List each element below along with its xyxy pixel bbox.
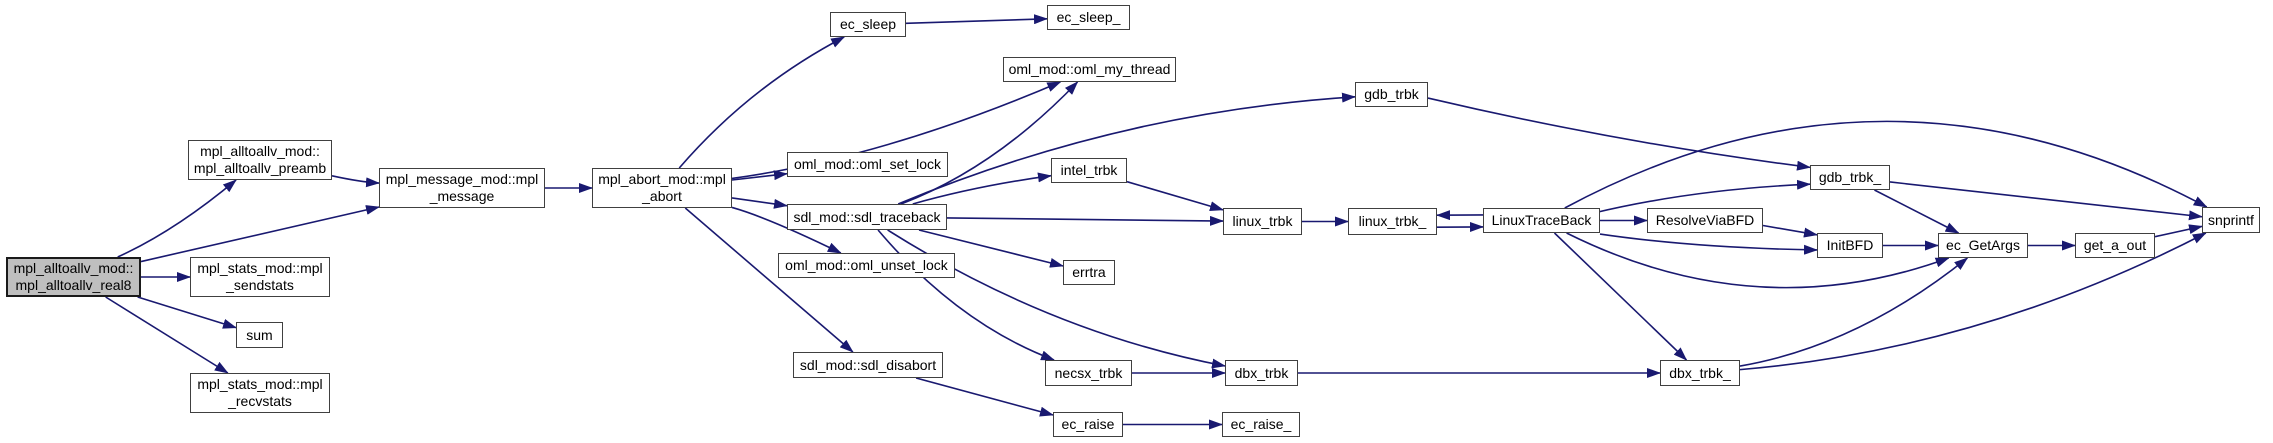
edge-mpl_alltoallv_real8-mpl_alltoallv_preamb — [117, 179, 237, 258]
node-mpl_alltoallv_preamb[interactable]: mpl_alltoallv_mod:: mpl_alltoallv_preamb — [188, 140, 332, 180]
node-ec_raise[interactable]: ec_raise — [1053, 412, 1123, 437]
edge-sdl_traceback-intel_trbk — [912, 172, 1052, 205]
node-dbx_trbk_[interactable]: dbx_trbk_ — [1660, 360, 1740, 386]
edge-mpl_abort-oml_unset_lock — [731, 206, 842, 254]
edge-gdb_trbk-gdb_trbk_ — [1427, 97, 1811, 171]
edge-mpl_alltoallv_real8-sum — [137, 296, 237, 329]
node-mpl_sendstats[interactable]: mpl_stats_mod::mpl _sendstats — [190, 257, 330, 297]
node-sdl_disabort[interactable]: sdl_mod::sdl_disabort — [793, 352, 943, 378]
node-mpl_recvstats[interactable]: mpl_stats_mod::mpl _recvstats — [190, 373, 330, 413]
node-mpl_message[interactable]: mpl_message_mod::mpl _message — [379, 168, 545, 208]
edge-mpl_alltoallv_preamb-mpl_message — [331, 175, 380, 188]
edge-sdl_traceback-gdb_trbk — [897, 92, 1356, 205]
edge-ResolveViaBFD-InitBFD — [1762, 224, 1818, 238]
edge-sdl_traceback-errtra — [918, 229, 1064, 268]
node-LinuxTraceBack[interactable]: LinuxTraceBack — [1483, 208, 1600, 233]
node-oml_unset_lock[interactable]: oml_mod::oml_unset_lock — [778, 253, 955, 278]
edge-LinuxTraceBack-dbx_trbk_ — [1553, 232, 1688, 361]
edge-LinuxTraceBack-ec_GetArgs — [1566, 232, 1950, 289]
edge-LinuxTraceBack-InitBFD — [1599, 233, 1818, 255]
node-gdb_trbk[interactable]: gdb_trbk — [1355, 82, 1428, 107]
edge-sdl_traceback-linux_trbk — [946, 215, 1224, 226]
node-mpl_alltoallv_real8[interactable]: mpl_alltoallv_mod:: mpl_alltoallv_real8 — [6, 257, 141, 297]
edge-mpl_alltoallv_real8-mpl_message — [140, 205, 380, 263]
node-errtra[interactable]: errtra — [1063, 260, 1115, 285]
edge-mpl_abort-oml_set_lock — [731, 170, 788, 181]
edge-mpl_alltoallv_real8-mpl_recvstats — [105, 296, 229, 374]
edge-mpl_abort-sdl_traceback — [731, 197, 788, 209]
edge-sdl_disabort-ec_raise — [915, 377, 1054, 417]
node-ec_sleep_[interactable]: ec_sleep_ — [1047, 5, 1130, 30]
edge-intel_trbk-linux_trbk — [1126, 180, 1224, 212]
node-necsx_trbk[interactable]: necsx_trbk — [1045, 360, 1132, 386]
node-ec_GetArgs[interactable]: ec_GetArgs — [1938, 233, 2028, 258]
node-mpl_abort[interactable]: mpl_abort_mod::mpl _abort — [592, 168, 732, 208]
edge-sdl_traceback-oml_my_thread — [900, 81, 1079, 205]
edge-mpl_abort-ec_sleep — [678, 36, 846, 169]
node-linux_trbk[interactable]: linux_trbk — [1223, 208, 1302, 235]
node-gdb_trbk_[interactable]: gdb_trbk_ — [1810, 165, 1890, 190]
edge-mpl_abort-oml_my_thread — [731, 81, 1062, 180]
node-ResolveViaBFD[interactable]: ResolveViaBFD — [1647, 208, 1763, 233]
edge-mpl_abort-sdl_disabort — [684, 207, 854, 353]
node-ec_sleep[interactable]: ec_sleep — [830, 12, 906, 37]
node-linux_trbk_[interactable]: linux_trbk_ — [1348, 208, 1437, 235]
edge-ec_sleep-ec_sleep_ — [905, 14, 1048, 25]
node-intel_trbk[interactable]: intel_trbk — [1051, 158, 1127, 183]
edge-dbx_trbk_-snprintf — [1739, 232, 2207, 371]
edge-gdb_trbk_-snprintf — [1889, 181, 2203, 221]
node-oml_my_thread[interactable]: oml_mod::oml_my_thread — [1003, 57, 1176, 82]
edge-LinuxTraceBack-snprintf — [1564, 120, 2208, 209]
node-get_a_out[interactable]: get_a_out — [2075, 233, 2155, 258]
node-ec_raise_[interactable]: ec_raise_ — [1222, 412, 1300, 437]
edge-dbx_trbk_-ec_GetArgs — [1739, 257, 1969, 367]
edge-sdl_traceback-necsx_trbk — [877, 229, 1055, 361]
node-snprintf[interactable]: snprintf — [2202, 207, 2260, 233]
node-InitBFD[interactable]: InitBFD — [1817, 233, 1883, 258]
edge-get_a_out-snprintf — [2154, 224, 2203, 238]
node-dbx_trbk[interactable]: dbx_trbk — [1225, 360, 1298, 386]
edge-LinuxTraceBack-gdb_trbk_ — [1593, 179, 1811, 214]
node-sdl_traceback[interactable]: sdl_mod::sdl_traceback — [787, 204, 947, 230]
node-sum[interactable]: sum — [236, 322, 283, 348]
edge-gdb_trbk_-ec_GetArgs — [1874, 189, 1960, 234]
node-oml_set_lock[interactable]: oml_mod::oml_set_lock — [787, 152, 948, 177]
